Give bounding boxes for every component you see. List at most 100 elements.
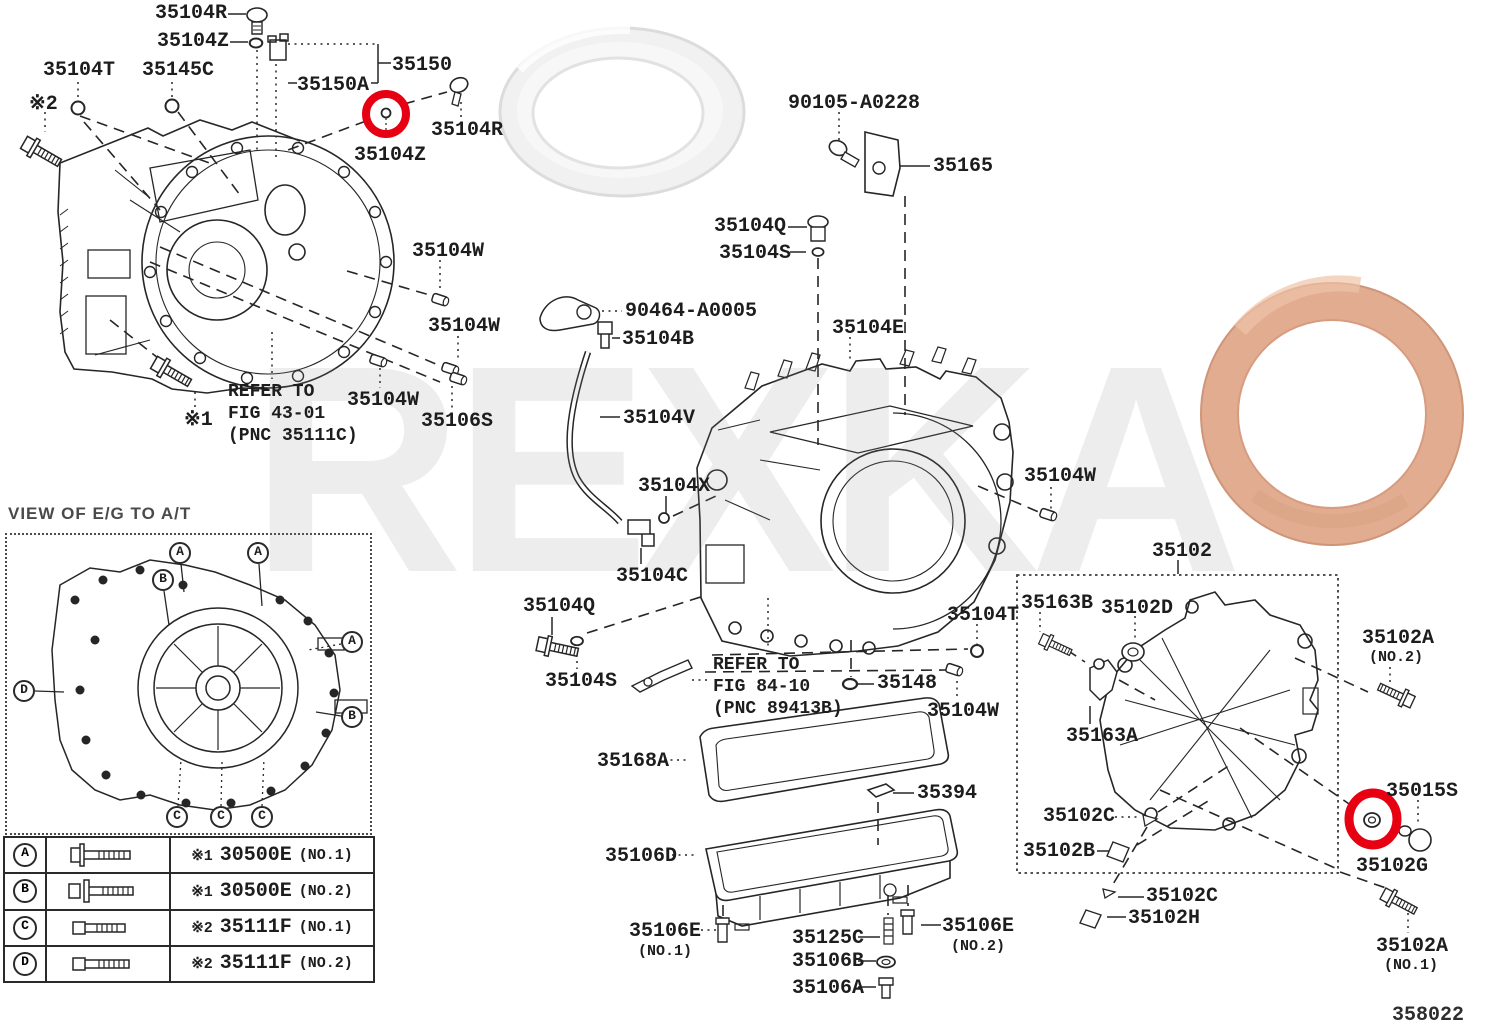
callout-a-2: A [247,542,269,564]
legend-key-d: D [13,951,37,976]
shim-35394 [866,783,896,798]
label-35394: 35394 [917,782,978,805]
label-35104R-2: 35104R [431,119,504,142]
label-35106E-1: 35106E [629,920,702,943]
callout-a-3: A [341,631,363,653]
label-35104T-1: 35104T [43,59,116,82]
label-90464-A0005: 90464-A0005 [625,300,758,323]
legend-part: 35111F [219,916,292,940]
legend-row-c: C ※2 35111F (NO.1) [5,908,373,945]
label-35104Z-1: 35104Z [157,30,230,53]
label-35106A: 35106A [792,977,865,1000]
dashed-leaders [79,91,1387,916]
label-35102C-2: 35102C [1146,885,1219,908]
callout-c-1: C [166,806,188,828]
legend-note: ※2 [191,956,213,974]
label-35104R-1: 35104R [155,2,228,25]
legend-note: ※1 [191,883,213,901]
bolt-icon-b [47,874,171,909]
label-35165: 35165 [933,155,994,178]
callout-c-2: C [210,806,232,828]
label-35148: 35148 [877,672,938,695]
label-35104W-3: 35104W [347,389,420,412]
label-35104X: 35104X [638,475,711,498]
label-35102A-2: 35102A [1362,627,1435,650]
sub-diagram-box [1016,574,1339,874]
seal-ring-photo [498,25,746,198]
label-35102C-1: 35102C [1043,805,1116,828]
label-35104V: 35104V [623,407,696,430]
legend-suffix: (NO.2) [298,955,353,973]
bolt-icon-d [47,946,171,981]
label-35102A-1-no: (NO.1) [1384,957,1439,974]
highlight-circles [362,90,1402,850]
label-35104W-5: 35104W [927,700,1000,723]
label-35104B: 35104B [622,328,695,351]
legend-part: 30500E [219,843,292,867]
legend-suffix: (NO.1) [298,846,353,864]
label-35150A: 35150A [297,74,370,97]
legend-suffix: (NO.2) [298,882,353,900]
legend-key-b: B [13,879,37,904]
label-35104S-1: 35104S [719,242,792,265]
label-35163A: 35163A [1066,725,1139,748]
label-35106E-2-no: (NO.2) [951,938,1006,955]
label-35104W-4: 35104W [1024,465,1097,488]
label-35104C: 35104C [616,565,689,588]
callout-d: D [13,680,35,702]
center-case-drawing [696,346,1014,657]
callout-b-1: B [152,569,174,591]
label-35106E-1-no: (NO.1) [638,943,693,960]
label-35104W-2: 35104W [428,315,501,338]
oil-pan-drawing [705,808,959,931]
copper-gasket-photo [1200,275,1464,546]
label-35104Q-1: 35104Q [714,215,787,238]
bolt-icon-c [47,910,171,945]
legend-part: 35111F [219,952,292,976]
view-of-eg-title: VIEW OF E/G TO A/T [8,504,192,523]
bolt-icon-a [47,838,171,873]
legend-key-c: C [13,915,37,940]
label-35163B: 35163B [1021,592,1094,615]
dotted-leaders [44,43,1419,933]
label-35125C: 35125C [792,927,865,950]
label-35150: 35150 [392,54,453,77]
oil-pan-gasket-drawing [699,697,950,803]
callout-b-2: B [341,706,363,728]
label-35104W-1: 35104W [412,240,485,263]
label-35102G: 35102G [1356,855,1429,878]
view-of-eg-box [5,533,372,835]
label-35102A-1: 35102A [1376,935,1449,958]
label-35102: 35102 [1152,540,1213,563]
label-35102H: 35102H [1128,907,1201,930]
legend-note: ※2 [191,920,213,938]
small-parts [18,7,1432,999]
label-35104T-2: 35104T [947,604,1020,627]
label-35015S: 35015S [1386,780,1459,803]
label-35106B: 35106B [792,950,865,973]
label-35104E: 35104E [832,317,905,340]
legend-part: 30500E [219,879,292,903]
label-asterisk-2: ※2 [29,93,58,116]
label-35106S: 35106S [421,410,494,433]
label-90105-A0228: 90105-A0228 [788,92,921,115]
legend-row-d: D ※2 35111F (NO.2) [5,944,373,981]
label-35102A-2-no: (NO.2) [1369,649,1424,666]
label-35104S-2: 35104S [545,670,618,693]
view-eg-drawing [34,559,368,811]
figure-code: 358022 [1392,1004,1465,1027]
left-housing-drawing [57,119,395,394]
label-35106D: 35106D [605,845,678,868]
label-35168A: 35168A [597,750,670,773]
callout-c-3: C [251,806,273,828]
label-35145C: 35145C [142,59,215,82]
label-35104Q-2: 35104Q [523,595,596,618]
leader-lines [228,13,1179,988]
legend-suffix: (NO.1) [298,919,353,937]
